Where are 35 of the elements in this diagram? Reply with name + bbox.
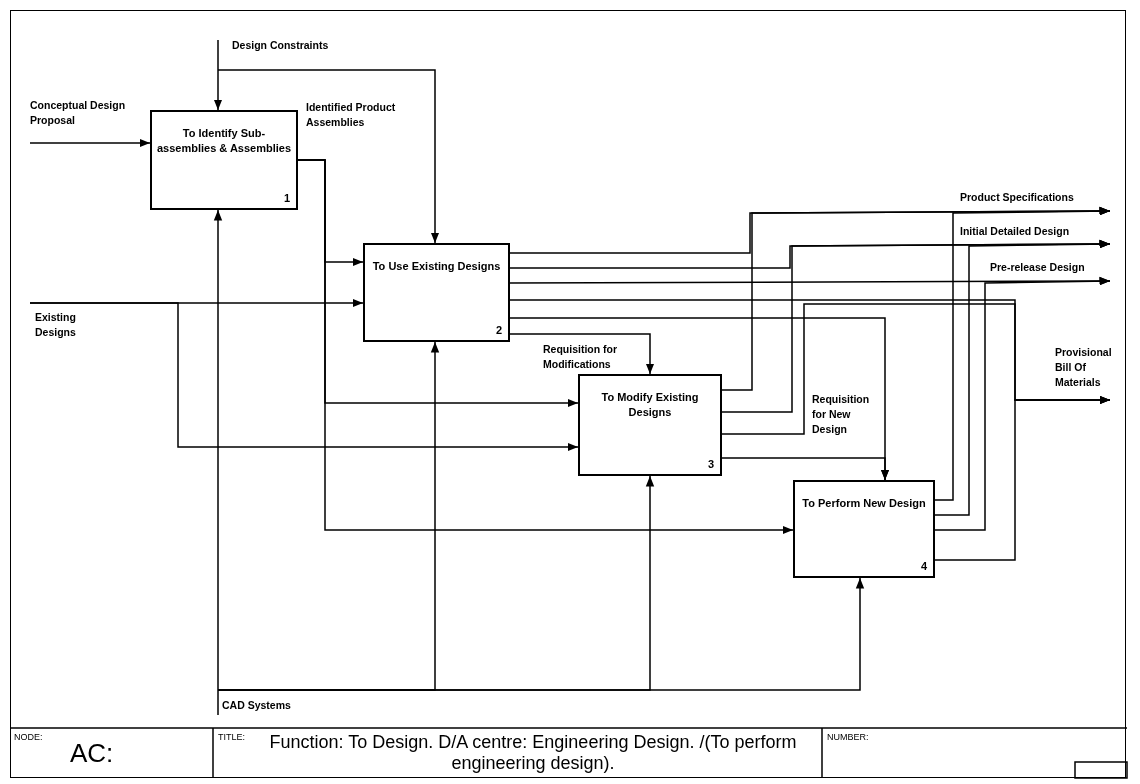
arrow-label: Design Constraints <box>232 38 329 53</box>
activity-box <box>793 480 935 578</box>
activity-box <box>363 243 510 342</box>
arrow <box>213 209 223 716</box>
arrow <box>217 69 440 244</box>
box-number: 1 <box>283 192 290 204</box>
activity-name: To Modify Existing Designs <box>600 390 700 420</box>
arrow <box>297 159 794 535</box>
box-number: 2 <box>495 324 502 336</box>
arrow <box>213 39 223 111</box>
activity-name: To Perform New Design <box>801 496 927 511</box>
arrow <box>29 138 151 148</box>
arrow <box>509 333 655 375</box>
arrow <box>721 457 890 481</box>
arrow-label: CAD Systems <box>222 698 291 713</box>
arrow-label: Pre-release Design <box>990 260 1085 275</box>
field-caption: NUMBER: <box>827 732 869 742</box>
box-number: 4 <box>920 560 927 572</box>
arrow <box>934 276 1111 531</box>
activity-name: To Use Existing Designs <box>371 259 502 274</box>
arrow-label: Product Specifications <box>960 190 1074 205</box>
node-code: AC: <box>70 738 114 769</box>
arrow <box>934 239 1111 516</box>
field-caption: NODE: <box>14 732 43 742</box>
field-caption: TITLE: <box>218 732 245 742</box>
activity-name: To Identify Sub-assemblies & Assemblies <box>155 126 293 156</box>
arrow <box>29 302 579 452</box>
arrow <box>217 577 865 691</box>
diagram-title: Function: To Design. D/A centre: Engineering Design. /(To perform engineering design). <box>268 732 798 774</box>
box-number: 3 <box>707 458 714 470</box>
arrow-label: Initial Detailed Design <box>960 224 1070 239</box>
arrow <box>934 206 1111 501</box>
activity-box <box>150 110 298 210</box>
arrow <box>934 395 1111 561</box>
activity-box <box>578 374 722 476</box>
